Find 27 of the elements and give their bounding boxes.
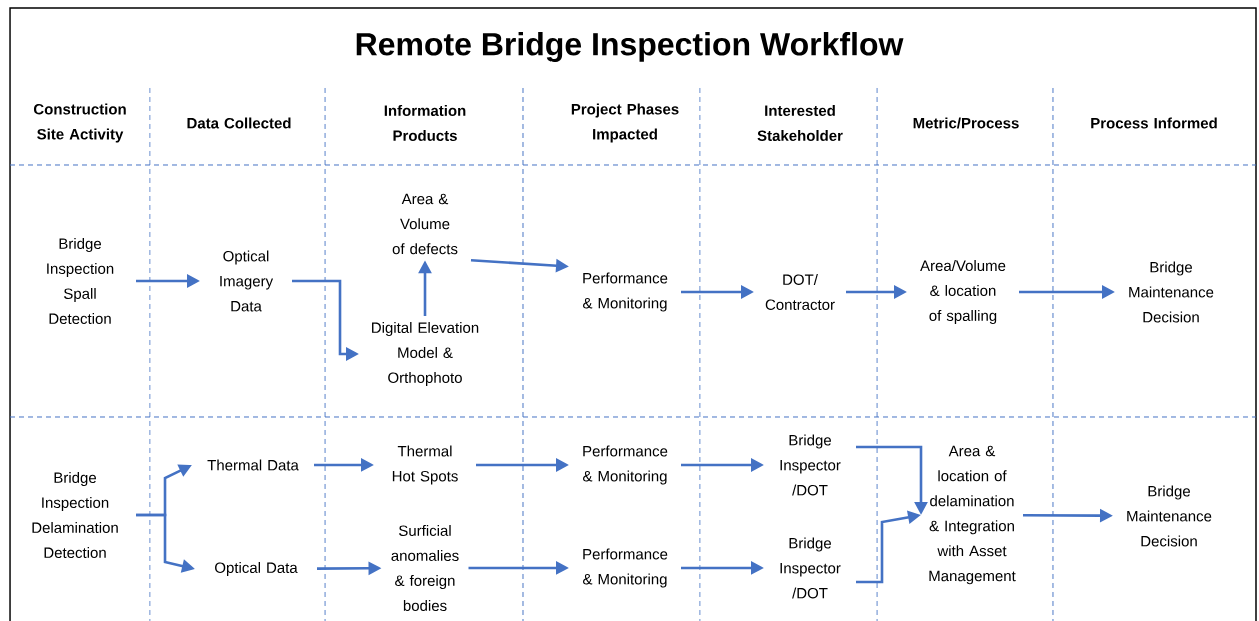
step-text: Bridge Inspection Spall Detection <box>47 238 114 324</box>
step-text: Optical Imagery Data <box>220 250 274 312</box>
column-header: Project Phases Impacted <box>571 103 679 143</box>
step-text: Thermal Hot Spots <box>392 445 458 485</box>
column-header: Metric/Process <box>913 117 1019 129</box>
step-text: Bridge Inspection Delamination Detection <box>32 472 118 558</box>
column-header: Construction Site Activity <box>33 103 126 143</box>
step-text: Area & location of delamination & Integration with Asset Management <box>929 445 1016 585</box>
step-text: Bridge Maintenance Decision <box>1127 485 1212 547</box>
step-text: Area & Volume of defects <box>392 193 458 255</box>
step-text: Thermal Data <box>207 459 299 471</box>
column-header: Process Informed <box>1091 117 1217 129</box>
column-header: Interested Stakeholder <box>757 105 843 141</box>
step-text: Bridge Inspector /DOT <box>780 434 841 496</box>
step-text: DOT/ Contractor <box>765 274 835 310</box>
step-text: Digital Elevation Model & Orthophoto <box>372 322 479 386</box>
step-text: Performance & Monitoring <box>583 272 668 312</box>
step-text: Optical Data <box>215 562 298 576</box>
step-text: Bridge Maintenance Decision <box>1129 261 1214 323</box>
column-header: Information Products <box>384 105 466 141</box>
title: Remote Bridge Inspection Workflow <box>356 32 904 62</box>
column-header: Data Collected <box>187 117 291 129</box>
step-text: Performance & Monitoring <box>583 445 668 485</box>
step-text: Surficial anomalies & foreign bodies <box>391 525 459 611</box>
step-text: Performance & Monitoring <box>583 548 668 588</box>
step-text: Bridge Inspector /DOT <box>780 537 841 599</box>
step-text: Area/Volume & location of spalling <box>920 260 1006 324</box>
